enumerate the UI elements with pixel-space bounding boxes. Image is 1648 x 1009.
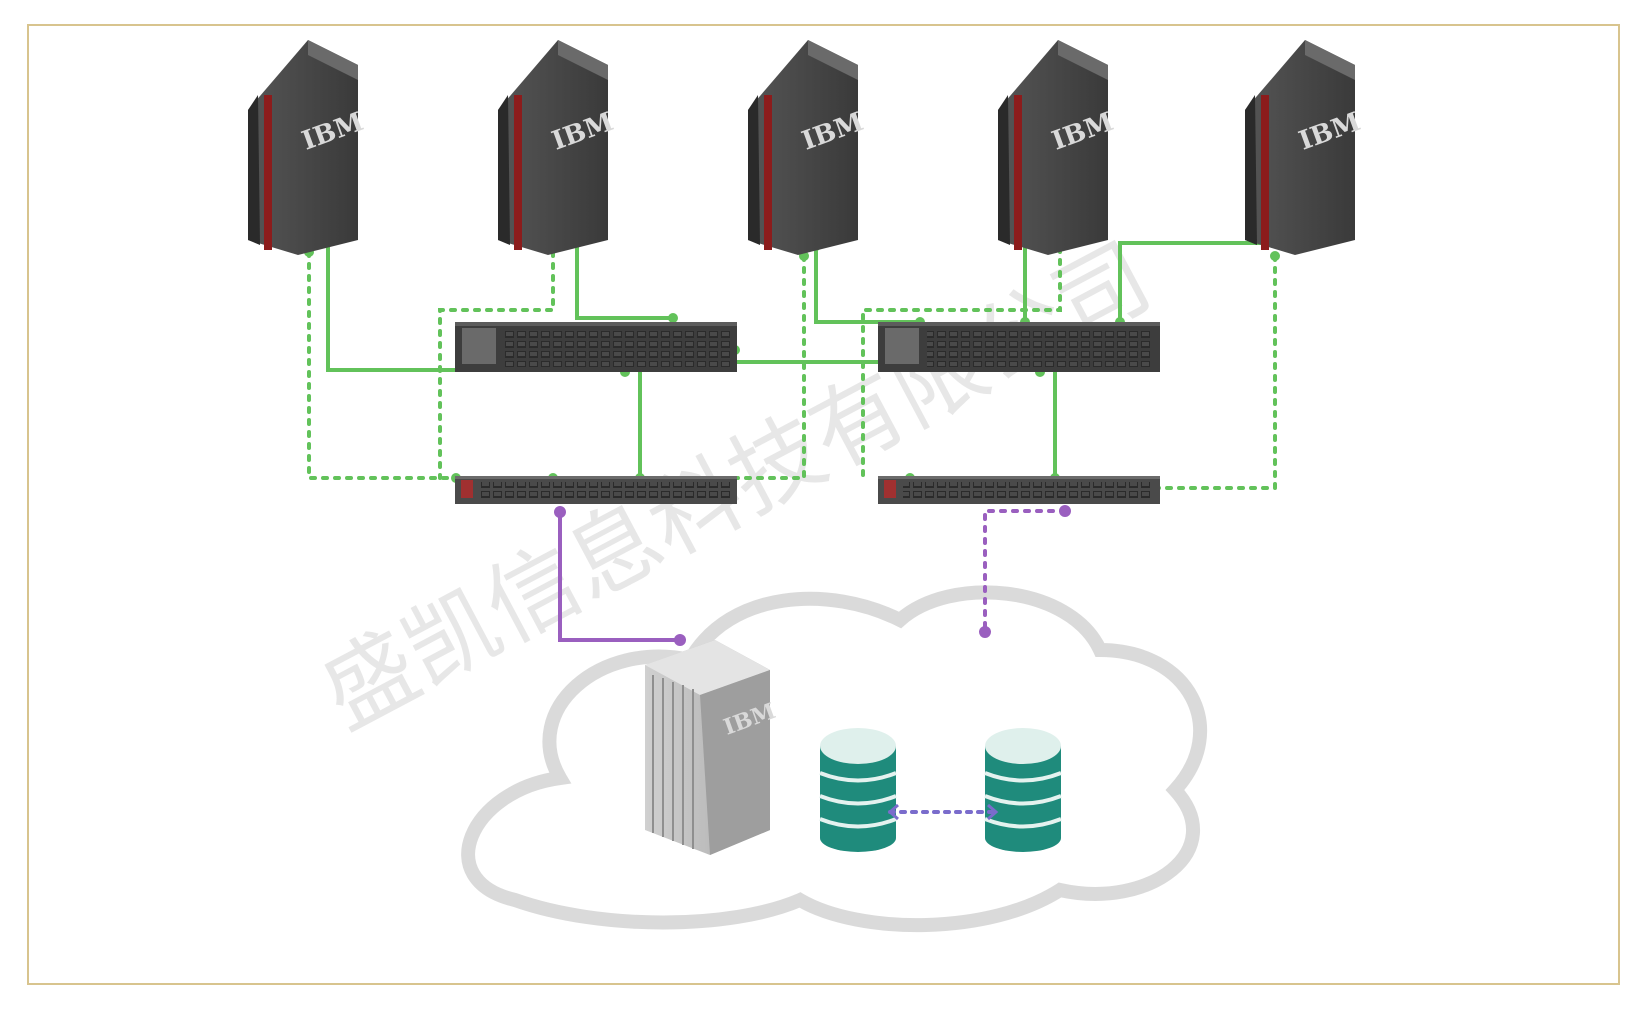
fc-link <box>575 238 673 320</box>
storage-link <box>558 512 680 642</box>
core-switch-left <box>455 322 737 372</box>
ibm-storage-server: IBM <box>645 640 779 855</box>
fc-dotted-links <box>307 234 1277 490</box>
san-switch-left <box>455 476 737 504</box>
storage-link-dots <box>554 505 1071 646</box>
ibm-server-1: IBM <box>248 40 368 255</box>
fc-link <box>438 238 555 480</box>
ibm-server-2: IBM <box>498 40 618 255</box>
diagram-frame <box>27 24 1620 985</box>
ibm-server-3: IBM <box>748 40 868 255</box>
fc-link <box>1118 241 1273 322</box>
replication-link <box>887 803 999 821</box>
fc-link <box>728 254 806 480</box>
database-icon-left <box>819 728 897 852</box>
fc-link <box>861 234 1062 480</box>
ibm-server-5: IBM <box>1245 40 1365 255</box>
fc-link <box>1148 254 1277 490</box>
storage-link <box>983 509 1067 634</box>
database-icon-right <box>984 728 1062 852</box>
san-switch-right <box>878 476 1160 504</box>
ibm-server-4: IBM <box>998 40 1118 255</box>
fc-link <box>307 250 458 480</box>
core-switch-right <box>878 322 1160 372</box>
storage-links <box>558 509 1067 642</box>
